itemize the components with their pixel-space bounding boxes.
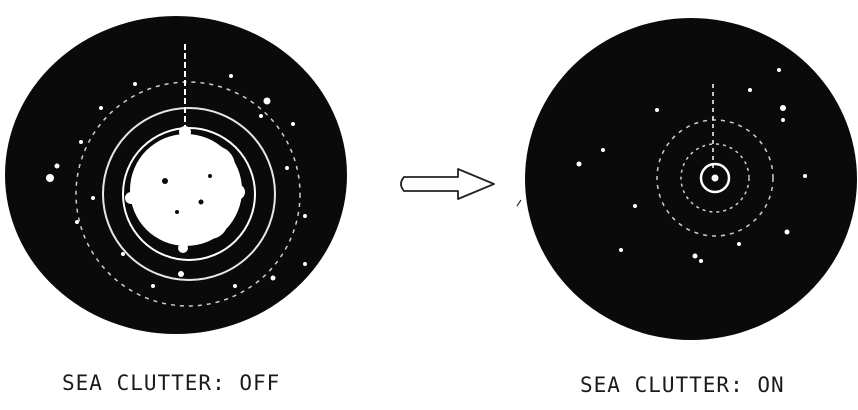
- scope-face: [525, 18, 857, 340]
- radar-scope-clutter-on: [525, 18, 857, 340]
- right-arrow-icon: [396, 166, 500, 202]
- own-ship-echo: [712, 175, 719, 182]
- stray-mark: [515, 198, 525, 208]
- caption-sea-clutter-on: SEA CLUTTER: ON: [580, 373, 785, 397]
- radar-scope-clutter-off: [5, 16, 347, 334]
- caption-sea-clutter-off: SEA CLUTTER: OFF: [62, 371, 280, 395]
